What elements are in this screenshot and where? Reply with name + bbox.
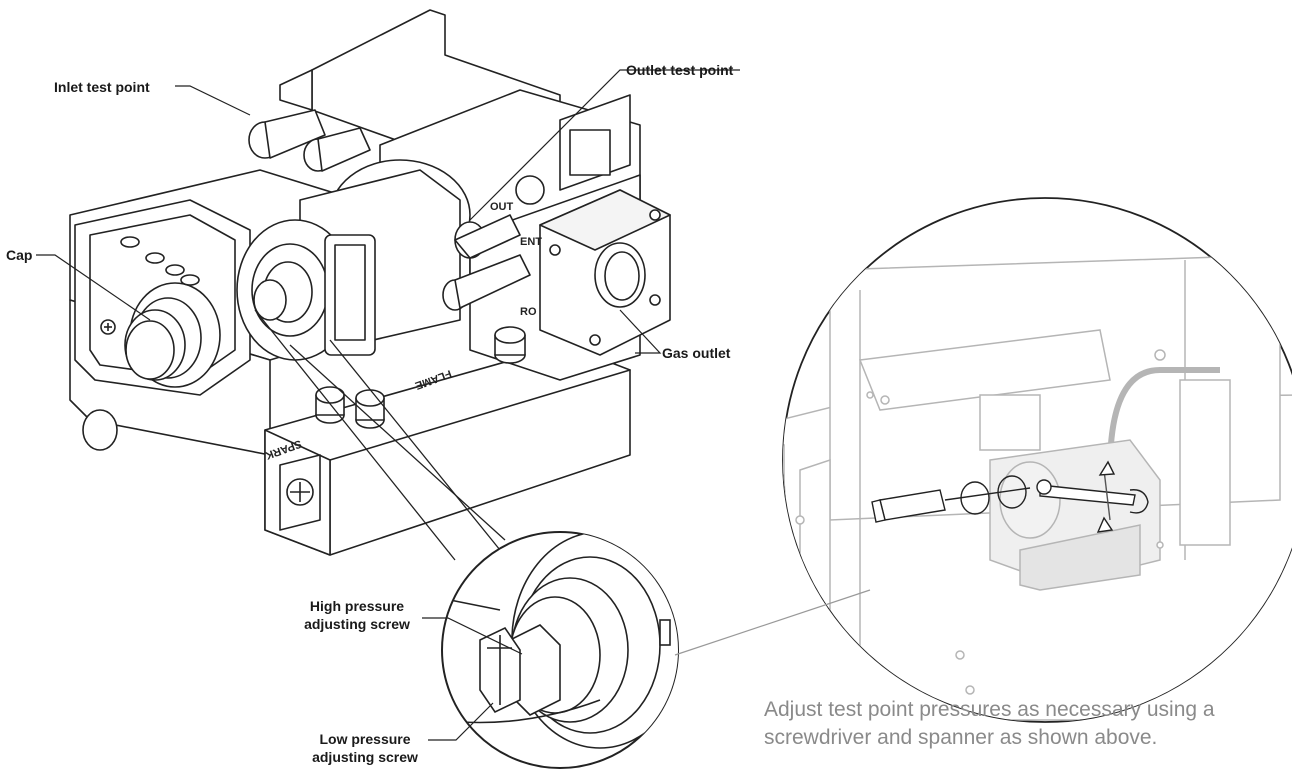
low-pressure-screw-label: Low pressure adjusting screw xyxy=(302,730,428,766)
ent-embossed-label: ENT xyxy=(520,236,542,248)
low-pressure-line-2: adjusting screw xyxy=(312,749,418,765)
zoom-leader-lines xyxy=(422,617,523,741)
inlet-test-point-label: Inlet test point xyxy=(54,79,150,95)
zoom-guide-lines xyxy=(254,309,506,561)
low-pressure-line-1: Low pressure xyxy=(319,731,411,747)
inset-installation-view xyxy=(782,197,1292,723)
gas-valve-body xyxy=(69,9,671,556)
outlet-test-point-label: Outlet test point xyxy=(626,62,734,78)
instruction-caption: Adjust test point pressures as necessary… xyxy=(764,698,1215,749)
callout-leader-lines xyxy=(36,69,740,354)
high-pressure-line-2: adjusting screw xyxy=(304,616,410,632)
gas-outlet-label: Gas outlet xyxy=(662,345,731,361)
high-pressure-line-1: High pressure xyxy=(309,598,405,614)
out-embossed-label: OUT xyxy=(490,201,514,213)
tools-illustration xyxy=(871,460,1149,533)
zoom-detail-circle xyxy=(441,531,679,769)
inset-connector-line xyxy=(674,589,871,656)
high-pressure-screw-label: High pressure adjusting screw xyxy=(292,597,422,633)
cap-label: Cap xyxy=(6,247,33,263)
ro-embossed-label: RO xyxy=(520,306,537,318)
